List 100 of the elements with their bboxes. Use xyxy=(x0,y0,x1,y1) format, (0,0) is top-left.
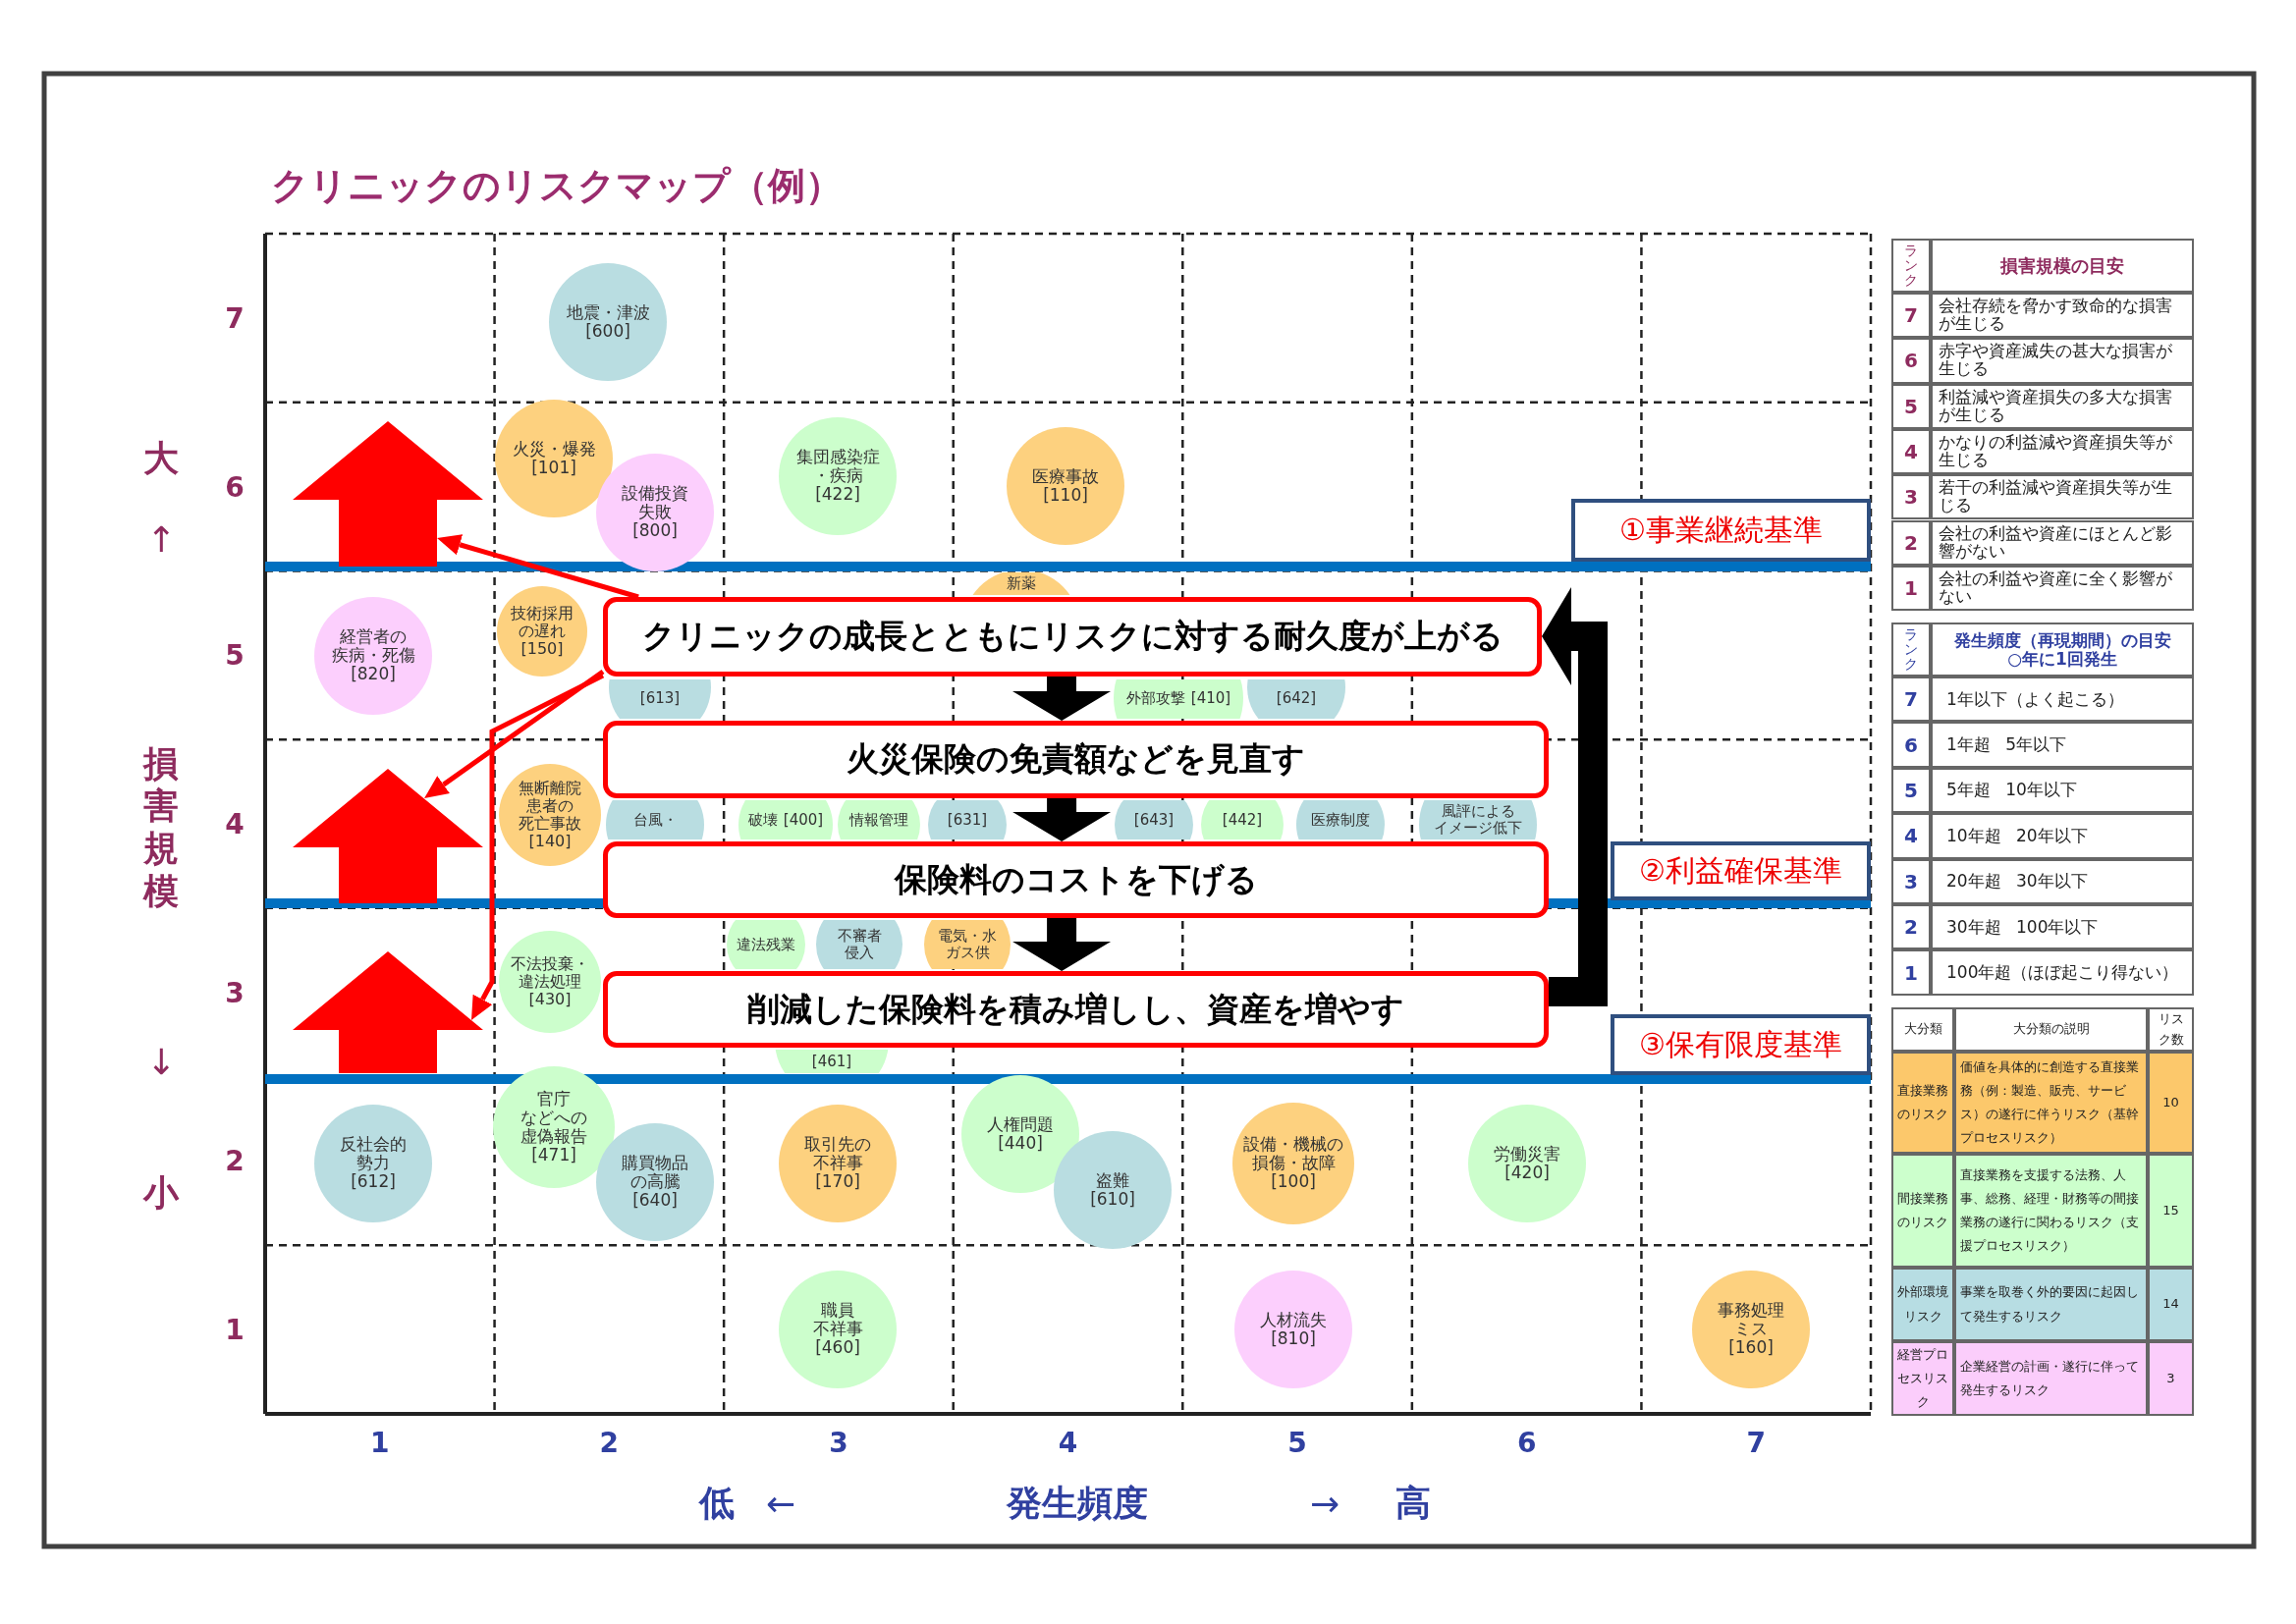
risk-label: 事務処理ミス xyxy=(1718,1301,1784,1339)
table-cell: 1年超 5年以下 xyxy=(1931,722,2194,768)
risk-label: 設備・機械の損傷・故障 xyxy=(1243,1135,1343,1173)
table-cell: 2 xyxy=(1891,904,1931,950)
table-cell: 10 xyxy=(2148,1052,2194,1154)
axis-label: ↑ xyxy=(145,518,177,560)
header-text: ○年に1回発生 xyxy=(2007,649,2117,669)
criterion-text: ①事業継続基準 xyxy=(1619,511,1823,549)
risk-label: 技術採用の遅れ xyxy=(511,605,574,640)
criterion-box xyxy=(1571,499,1871,562)
risk-bubble xyxy=(816,920,902,969)
step-text: 火災保険の免責額などを見直す xyxy=(847,738,1305,780)
table-cell: かなりの利益減や資産損失等が生じる xyxy=(1931,428,2194,475)
risk-label: [631] xyxy=(947,811,988,829)
table-cell: 30年超 100年以下 xyxy=(1931,904,2194,950)
table-cell: 直接業務のリスク xyxy=(1891,1052,1954,1154)
risk-label: [642] xyxy=(1276,689,1317,707)
risk-label: [400] xyxy=(783,811,824,829)
criterion-text: ③保有限度基準 xyxy=(1639,1025,1842,1063)
axis-label: ↓ xyxy=(145,1041,177,1082)
risk-label: [440] xyxy=(998,1134,1043,1154)
table-cell: 経営プロセスリスク xyxy=(1891,1341,1954,1416)
table-cell: 会社の利益や資産にほとんど影響がない xyxy=(1931,519,2194,566)
criterion-box xyxy=(1611,1014,1871,1075)
risk-label: [600] xyxy=(585,322,630,342)
risk-label: [442] xyxy=(1222,811,1263,829)
step-box xyxy=(603,597,1542,677)
risk-label: 職員不祥事 xyxy=(812,1301,863,1339)
axis-label: → xyxy=(1309,1483,1340,1524)
arrow xyxy=(424,669,605,798)
table-cell: 大分類 xyxy=(1891,1007,1954,1052)
table-cell: 4 xyxy=(1891,428,1931,475)
arrow xyxy=(1012,918,1112,971)
table-cell: 3 xyxy=(2148,1341,2194,1416)
table-cell: 10年超 20年以下 xyxy=(1931,813,2194,859)
risk-label: 経営者の疾病・死傷 xyxy=(331,627,415,666)
risk-label: 集団感染症・疾病 xyxy=(795,448,880,486)
table-cell: 直接業務を支援する法務、人事、総務、経理・財務等の間接業務の遂行に関わるリスク（支援プロセスリスク） xyxy=(1954,1154,2148,1268)
axis-label: 小 xyxy=(143,1170,179,1215)
header-text: 発生頻度（再現期間）の目安 xyxy=(1953,630,2171,650)
axis-tick-label: 7 xyxy=(225,301,245,335)
risk-label: [170] xyxy=(815,1172,860,1192)
risk-bubble xyxy=(1115,800,1193,839)
risk-label: [150] xyxy=(520,639,564,658)
risk-label: 医療事故 xyxy=(1032,466,1099,486)
risk-label: [643] xyxy=(1133,811,1175,829)
axis-tick-label: 4 xyxy=(1058,1426,1078,1459)
risk-bubble xyxy=(727,920,805,969)
table-cell: 5 xyxy=(1891,383,1931,429)
table-cell: 100年超（ほぼ起こり得ない） xyxy=(1931,949,2194,996)
axis-tick-label: 1 xyxy=(370,1426,390,1459)
axis-tick-label: 2 xyxy=(599,1426,620,1459)
arrow xyxy=(1012,677,1111,721)
risk-label: 盗難 xyxy=(1096,1170,1129,1190)
risk-bubble xyxy=(1201,800,1284,839)
step-text: 保険料のコストを下げる xyxy=(894,858,1258,900)
risk-label: 火災・爆発 xyxy=(512,439,596,459)
axis-tick-label: 4 xyxy=(225,807,245,840)
table-cell: 20年超 30年以下 xyxy=(1931,858,2194,904)
table-cell: 3 xyxy=(1891,474,1931,520)
risk-bubble xyxy=(775,1050,889,1073)
risk-label: 官庁などへの虚偽報告 xyxy=(520,1089,587,1147)
table-cell: 間接業務のリスク xyxy=(1891,1154,1954,1268)
axis-label: 高 xyxy=(1395,1481,1431,1525)
risk-label: [820] xyxy=(351,665,396,684)
table-cell: 赤字や資産滅失の甚大な損害が生じる xyxy=(1931,338,2194,384)
arrow xyxy=(1542,587,1608,1006)
risk-label: 破壊 xyxy=(747,811,778,829)
risk-label: [612] xyxy=(351,1172,396,1192)
risk-label: [140] xyxy=(528,832,572,850)
risk-bubble xyxy=(924,920,1011,969)
axis-tick-label: 3 xyxy=(225,976,245,1009)
risk-label: 医療制度 xyxy=(1311,811,1370,829)
arrow xyxy=(470,673,605,1021)
table-cell: 5 xyxy=(1891,767,1931,814)
table-cell: 4 xyxy=(1891,813,1931,859)
risk-label: [613] xyxy=(639,689,681,707)
risk-label: [610] xyxy=(1090,1190,1135,1210)
axis-label: 大 xyxy=(143,436,179,480)
axis-label: ← xyxy=(765,1483,796,1524)
step-box xyxy=(603,971,1549,1048)
axis-tick-label: 7 xyxy=(1746,1426,1766,1459)
risk-bubble xyxy=(606,800,704,839)
table-cell: 6 xyxy=(1891,338,1931,384)
table-cell: 大分類の説明 xyxy=(1954,1007,2148,1052)
table-cell: 7 xyxy=(1891,677,1931,723)
step-text: クリニックの成長とともにリスクに対する耐久度が上がる xyxy=(641,616,1503,657)
risk-label: 無断離院患者の死亡事故 xyxy=(519,780,581,833)
step-box xyxy=(603,721,1549,798)
table-cell: 7 xyxy=(1891,293,1931,339)
axis-tick-label: 5 xyxy=(1287,1426,1307,1459)
axis-tick-label: 6 xyxy=(1516,1426,1537,1459)
table-cell: 企業経営の計画・遂行に伴って発生するリスク xyxy=(1954,1341,2148,1416)
risk-label: 人材流失 xyxy=(1260,1310,1327,1329)
axis-tick-label: 6 xyxy=(225,470,245,504)
table-cell: 利益減や資産損失の多大な損害が生じる xyxy=(1931,383,2194,429)
table-cell: 若干の利益減や資産損失等が生じる xyxy=(1931,474,2194,520)
axis-tick-label: 5 xyxy=(225,638,245,672)
axis-tick-label: 3 xyxy=(829,1426,848,1459)
table-cell: 1年以下（よく起こる） xyxy=(1931,677,2194,723)
